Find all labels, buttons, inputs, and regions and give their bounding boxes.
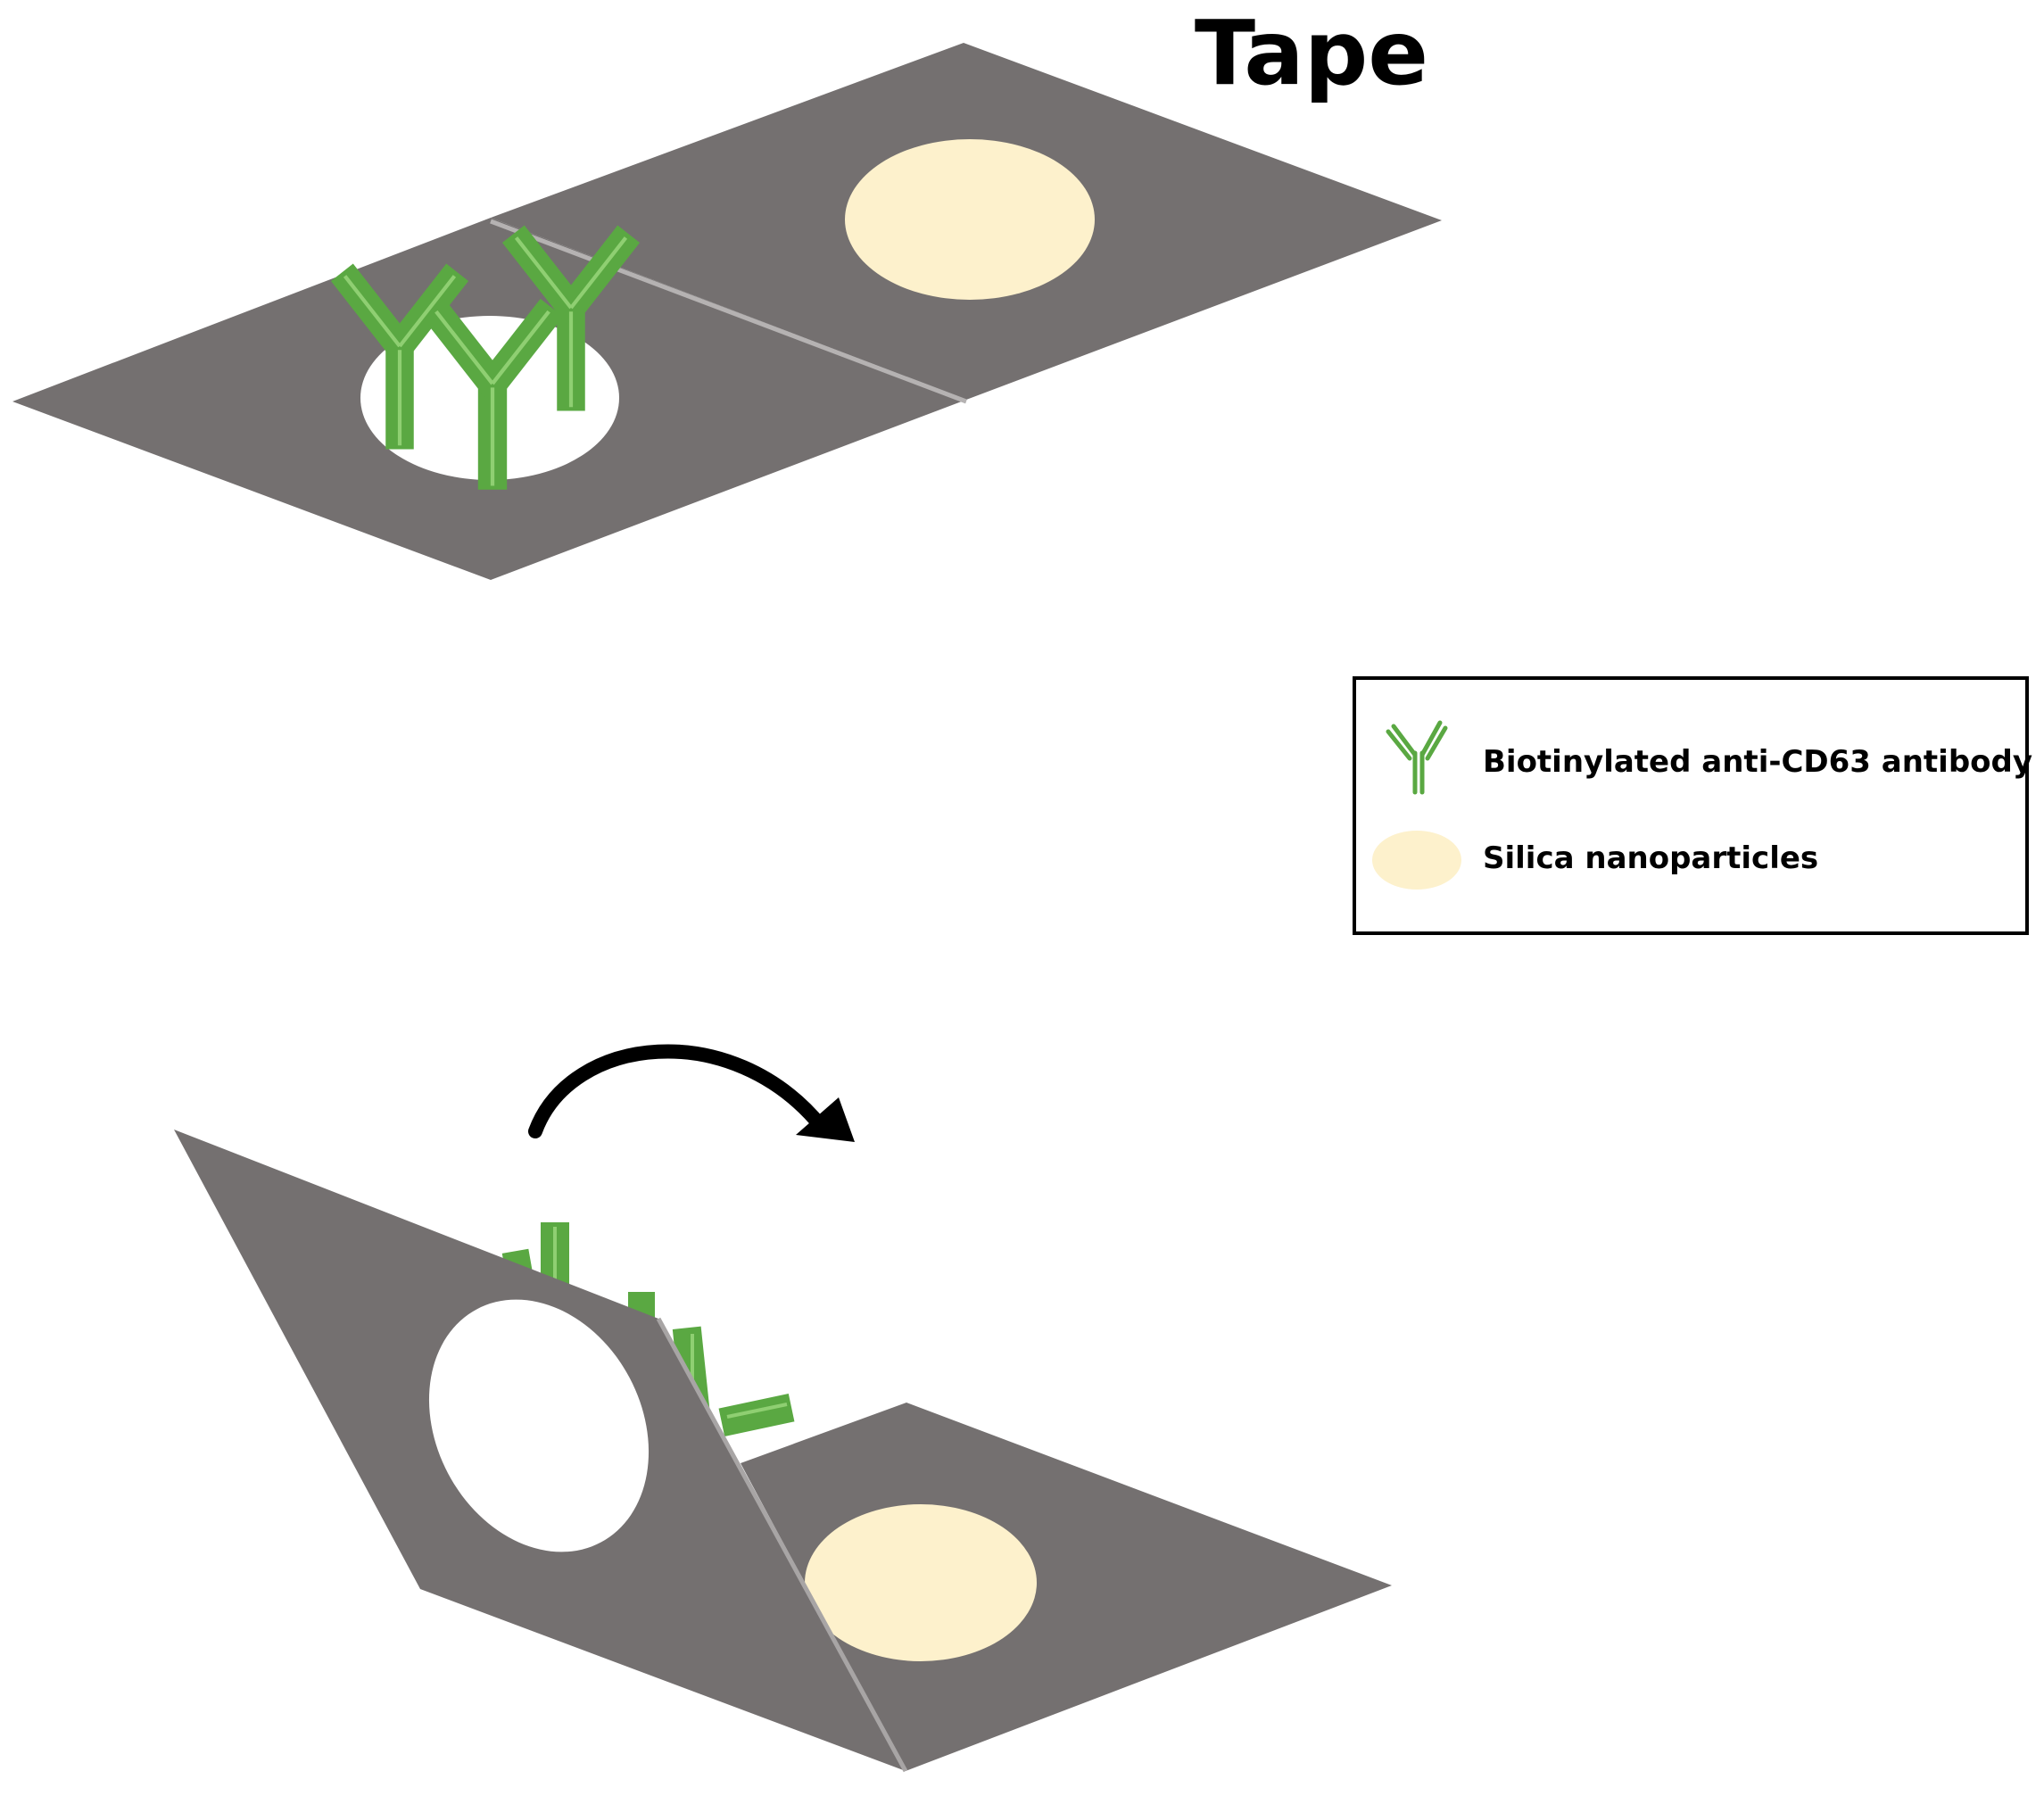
legend-label-antibody: Biotinylated anti-CD63 antibody [1483,744,2032,780]
legend: Biotinylated anti-CD63 antibody Silica n… [1353,676,2029,935]
nanoparticle-icon [1369,830,1467,910]
diagram-title: Tape [1151,0,1472,107]
flat-tape [12,43,1442,580]
legend-item-antibody: Biotinylated anti-CD63 antibody [1356,699,2025,798]
antibody-icon [1369,699,1467,798]
folding-tape [174,1051,1392,1771]
legend-item-nanoparticle: Silica nanoparticles [1356,830,2025,928]
fold-arrow-icon [535,1051,821,1131]
nanoparticle-spot-folded [805,1504,1037,1661]
legend-label-nanoparticle: Silica nanoparticles [1483,840,1818,876]
nanoparticle-spot [845,139,1095,300]
